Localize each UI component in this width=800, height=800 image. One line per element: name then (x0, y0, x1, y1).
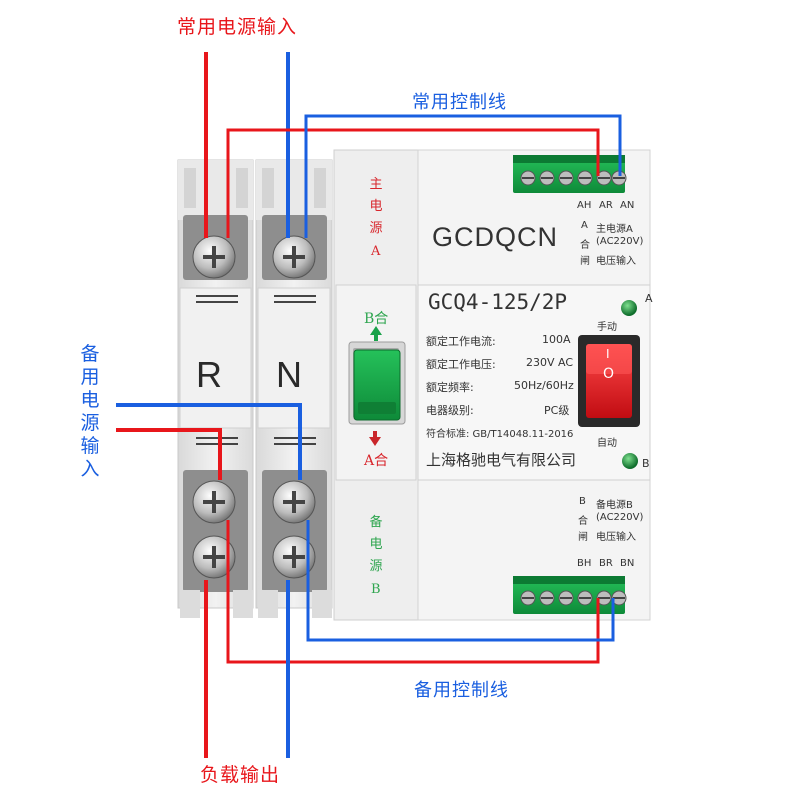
backup-source-letter: B (371, 582, 381, 597)
terminal-line-2: (AC220V) (596, 512, 644, 523)
terminal-line-2: (AC220V) (596, 236, 644, 247)
switch-b-on-label: B合 (364, 311, 389, 327)
spec-label: 电器级别: (426, 404, 474, 417)
terminal-screw-icon (520, 590, 536, 606)
terminal-screw-icon (558, 170, 574, 186)
terminal-col-text: 闸 (578, 532, 588, 543)
pin-label: AN (620, 200, 635, 211)
terminal-screw-icon (558, 590, 574, 606)
screw-icon (272, 480, 316, 524)
terminal-col-text: 闸 (580, 256, 590, 267)
main-source-letter: A (371, 244, 381, 259)
terminal-col-text: 合 (580, 240, 590, 251)
terminal-col-text: B (579, 496, 586, 507)
terminal-line-1: 主电源A (596, 224, 633, 235)
terminal-line-1: 备电源B (596, 500, 633, 511)
pole-r-label: R (196, 354, 222, 395)
arrow-up-icon (370, 326, 382, 341)
top-terminal-block (513, 155, 627, 193)
manufacturer-name: 上海格驰电气有限公司 (426, 451, 577, 469)
screw-icon (192, 535, 236, 579)
wires (116, 52, 622, 758)
led-b-label: B (642, 457, 650, 470)
terminal-screw-icon (596, 590, 612, 606)
pole-n-label: N (276, 354, 302, 395)
load-output-label: 负载输出 (200, 764, 281, 786)
backup-source-vertical: 备电源 (369, 515, 383, 574)
pin-label: AH (577, 200, 592, 211)
main-input-label: 常用电源输入 (177, 16, 298, 38)
brand-logo: GCDQCN (432, 222, 558, 252)
arrow-down-icon (369, 431, 381, 446)
spec-value: 230V AC (526, 356, 574, 369)
standard-text: 符合标准: GB/T14048.11-2016 (426, 429, 574, 440)
led-b-icon (622, 453, 638, 469)
screw-terminals (192, 235, 316, 579)
terminal-screw-icon (539, 590, 555, 606)
terminal-screw-icon (539, 170, 555, 186)
screw-icon (272, 535, 316, 579)
led-a-icon (621, 300, 637, 316)
spec-label: 额定频率: (426, 381, 474, 394)
pin-label: BH (577, 558, 592, 569)
terminal-line-3: 电压输入 (596, 256, 636, 267)
terminal-screw-icon (596, 170, 612, 186)
pin-label: AR (599, 200, 613, 211)
pin-label: BN (620, 558, 635, 569)
model-number: GCQ4-125/2P (428, 290, 568, 314)
rocker-on-label: I (606, 347, 610, 361)
terminal-screw-icon (520, 170, 536, 186)
terminal-col-text: A (581, 220, 588, 231)
screw-icon (192, 235, 236, 279)
terminal-line-3: 电压输入 (596, 532, 636, 543)
terminal-screw-icon (611, 590, 627, 606)
terminal-screw-icon (577, 590, 593, 606)
terminal-col-text: 合 (578, 516, 588, 527)
pin-label: BR (599, 558, 613, 569)
auto-label: 自动 (597, 438, 617, 449)
terminal-screw-icon (611, 170, 627, 186)
backup-input-label: 备用电源输入 (80, 343, 100, 480)
spec-label: 额定工作电压: (426, 358, 496, 371)
led-a-label: A (645, 292, 653, 305)
main-control-label: 常用控制线 (412, 92, 507, 113)
manual-label: 手动 (597, 322, 617, 333)
rocker-off-label: O (603, 366, 615, 382)
bottom-terminal-block (513, 576, 627, 614)
spec-value: PC级 (544, 404, 570, 417)
transfer-handle[interactable] (348, 341, 406, 425)
switch-a-on-label: A合 (364, 453, 389, 469)
screw-icon (272, 235, 316, 279)
spec-label: 额定工作电流: (426, 335, 496, 348)
main-source-vertical: 主电源 (369, 177, 383, 236)
terminal-screw-icon (577, 170, 593, 186)
spec-value: 100A (542, 333, 571, 346)
mode-rocker-switch[interactable] (578, 335, 640, 427)
backup-control-label: 备用控制线 (414, 680, 509, 701)
screw-icon (192, 480, 236, 524)
spec-value: 50Hz/60Hz (514, 379, 574, 392)
